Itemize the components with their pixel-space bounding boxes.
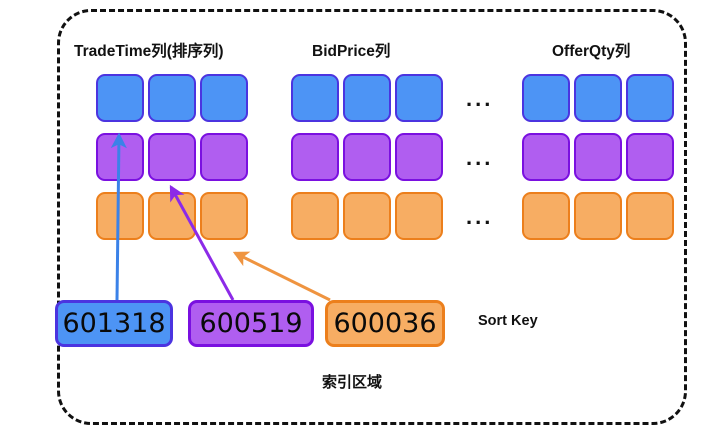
cell-tradetime-r2-c1 [96,133,144,181]
cell-offerqty-r2-c3 [626,133,674,181]
cell-bidprice-r1-c2 [343,74,391,122]
cell-bidprice-r2-c2 [343,133,391,181]
ellipsis-row2: ... [466,145,494,170]
cell-bidprice-r2-c3 [395,133,443,181]
cell-bidprice-r1-c3 [395,74,443,122]
sort-key-box-601318[interactable]: 601318 [55,300,173,347]
cell-offerqty-r1-c3 [626,74,674,122]
column-heading-offerqty: OfferQty列 [552,43,631,60]
cell-bidprice-r3-c1 [291,192,339,240]
cell-offerqty-r3-c2 [574,192,622,240]
cell-tradetime-r2-c2 [148,133,196,181]
sort-key-label: Sort Key [478,313,538,329]
cell-tradetime-r3-c1 [96,192,144,240]
cell-bidprice-r2-c1 [291,133,339,181]
cell-bidprice-r1-c1 [291,74,339,122]
cell-bidprice-r3-c2 [343,192,391,240]
cell-offerqty-r3-c1 [522,192,570,240]
column-heading-bidprice: BidPrice列 [312,43,391,60]
cell-offerqty-r1-c1 [522,74,570,122]
ellipsis-row3: ... [466,204,494,229]
index-area-frame [57,9,687,425]
cell-offerqty-r1-c2 [574,74,622,122]
ellipsis-row1: ... [466,86,494,111]
cell-tradetime-r2-c3 [200,133,248,181]
cell-tradetime-r3-c2 [148,192,196,240]
column-heading-tradetime: TradeTime列(排序列) [74,43,224,60]
sort-key-box-600036[interactable]: 600036 [325,300,445,347]
cell-offerqty-r2-c1 [522,133,570,181]
index-area-label: 索引区域 [322,374,383,391]
cell-tradetime-r1-c1 [96,74,144,122]
cell-tradetime-r1-c2 [148,74,196,122]
cell-offerqty-r2-c2 [574,133,622,181]
cell-offerqty-r3-c3 [626,192,674,240]
cell-tradetime-r3-c3 [200,192,248,240]
cell-bidprice-r3-c3 [395,192,443,240]
cell-tradetime-r1-c3 [200,74,248,122]
sort-key-box-600519[interactable]: 600519 [188,300,314,347]
